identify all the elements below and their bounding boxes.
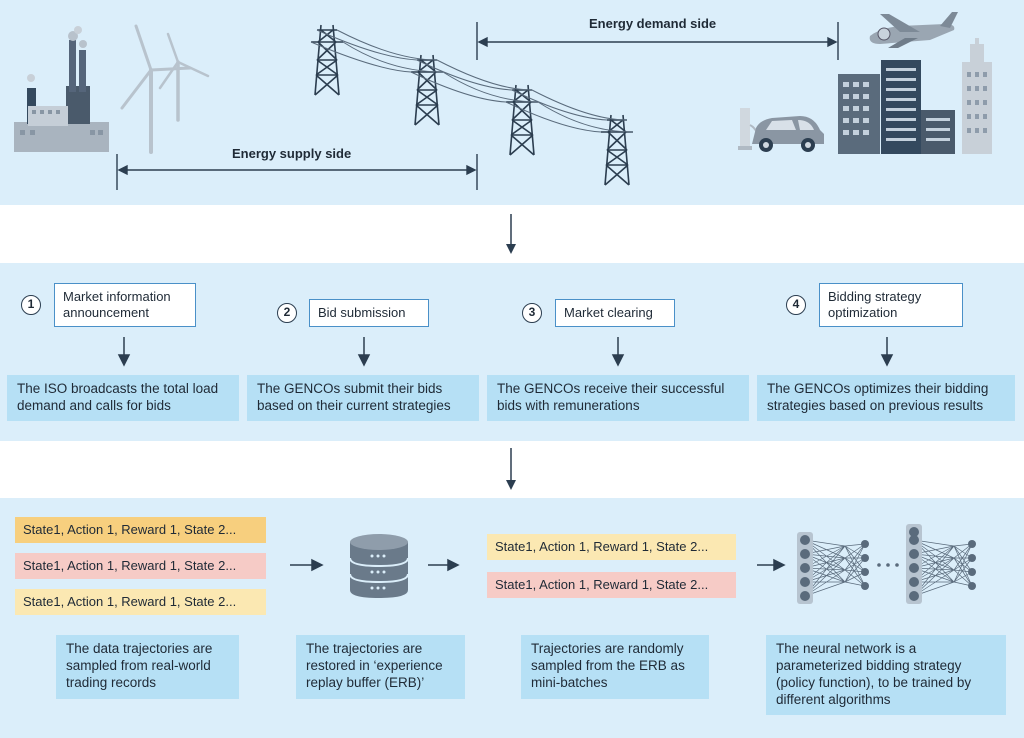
transmission-tower-icon: [310, 24, 634, 186]
down-arrow-icon: [117, 354, 131, 367]
step-number-3: 3: [522, 303, 542, 323]
database-icon: [349, 534, 409, 598]
step-desc-gencos-optimize: The GENCOs optimizes their bidding strat…: [757, 375, 1015, 421]
down-arrow-icon: [506, 214, 516, 254]
step-label-bidding-strategy: Bidding strategy optimization: [819, 283, 963, 327]
step-desc-gencos-submit: The GENCOs submit their bids based on th…: [247, 375, 479, 421]
electric-car-icon: [738, 108, 824, 152]
caption-erb: The trajectories are restored in ‘experi…: [296, 635, 465, 699]
demand-side-arrow: [476, 22, 839, 60]
scene-artwork: [14, 12, 992, 190]
down-arrow-icon: [880, 354, 894, 367]
training-pipeline-panel: State1, Action 1, Reward 1, State 2... S…: [0, 498, 1024, 738]
step-label-market-information: Market information announcement: [54, 283, 196, 327]
right-arrow-icon: [311, 558, 324, 572]
market-process-panel: 1 Market information announcement 2 Bid …: [0, 263, 1024, 441]
neural-network-icon: [797, 524, 976, 604]
step-desc-gencos-receive: The GENCOs receive their successful bids…: [487, 375, 749, 421]
caption-data-trajectories: The data trajectories are sampled from r…: [56, 635, 239, 699]
airplane-icon: [869, 12, 958, 48]
mini-batch-record: State1, Action 1, Reward 1, State 2...: [487, 534, 736, 560]
supply-side-arrow: [116, 154, 478, 190]
down-arrow-icon: [506, 448, 516, 490]
demand-side-label: Energy demand side: [589, 16, 717, 31]
trajectory-record: State1, Action 1, Reward 1, State 2...: [15, 553, 266, 579]
step-number-4: 4: [786, 295, 806, 315]
step-number-2: 2: [277, 303, 297, 323]
power-plant-icon: [14, 26, 109, 152]
city-buildings-icon: [838, 38, 992, 154]
step-desc-iso-broadcasts: The ISO broadcasts the total load demand…: [7, 375, 239, 421]
trajectory-record: State1, Action 1, Reward 1, State 2...: [15, 517, 266, 543]
down-arrow-icon: [611, 354, 625, 367]
pipeline-artwork: [290, 524, 976, 604]
trajectory-record: State1, Action 1, Reward 1, State 2...: [15, 589, 266, 615]
caption-neural-network: The neural network is a parameterized bi…: [766, 635, 1006, 715]
energy-market-scene: Energy supply side Energy demand side: [0, 0, 1024, 205]
right-arrow-icon: [773, 558, 786, 572]
step-arrows: [117, 337, 894, 367]
supply-side-label: Energy supply side: [232, 146, 352, 161]
step-number-1: 1: [21, 295, 41, 315]
step-label-market-clearing: Market clearing: [555, 299, 675, 327]
caption-mini-batches: Trajectories are randomly sampled from t…: [521, 635, 709, 699]
step-label-bid-submission: Bid submission: [309, 299, 429, 327]
down-arrow-icon: [357, 354, 371, 367]
wind-turbine-icon: [120, 24, 210, 154]
right-arrow-icon: [447, 558, 460, 572]
mini-batch-record: State1, Action 1, Reward 1, State 2...: [487, 572, 736, 598]
